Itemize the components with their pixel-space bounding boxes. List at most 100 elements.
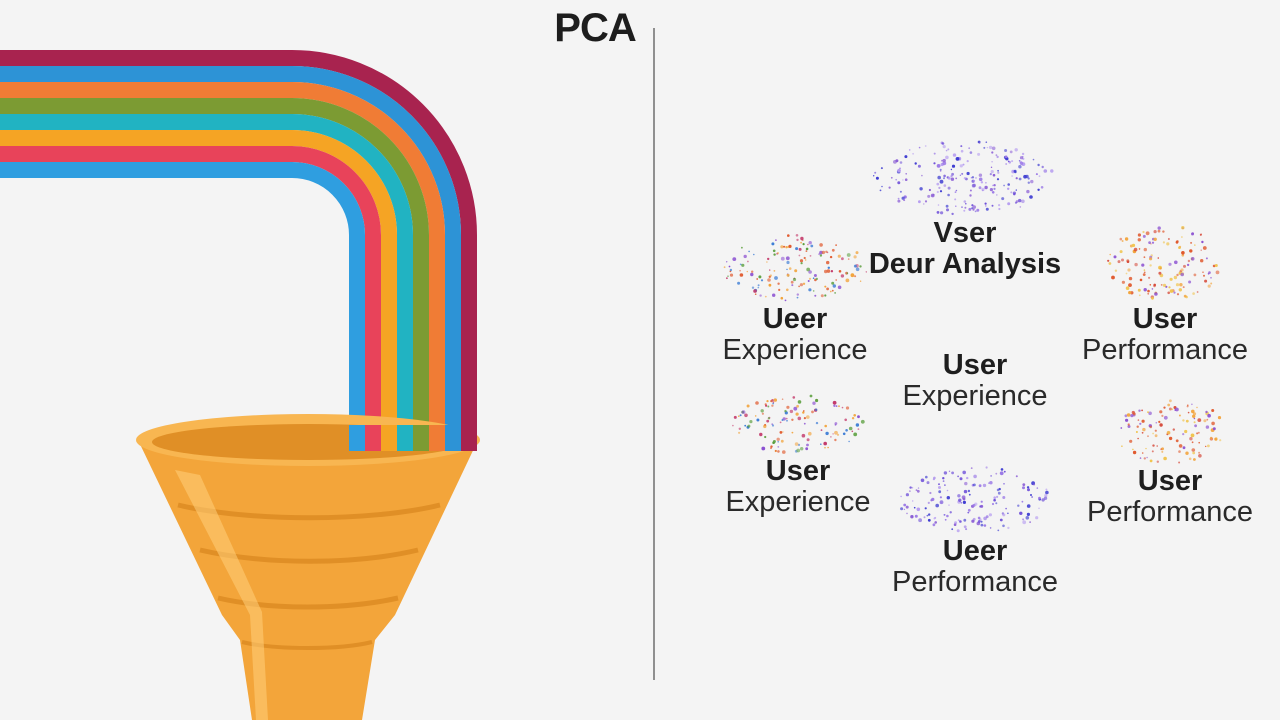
scatter-dot <box>906 512 908 515</box>
scatter-dot <box>897 168 901 173</box>
scatter-dot <box>854 275 857 278</box>
scatter-dot <box>808 277 812 280</box>
scatter-dot <box>874 171 877 174</box>
scatter-dot <box>962 163 965 166</box>
scatter-dot <box>991 191 995 194</box>
scatter-dot <box>1117 260 1121 264</box>
scatter-dot <box>1152 432 1154 435</box>
scatter-dot <box>771 424 775 427</box>
scatter-dot <box>1007 202 1011 206</box>
scatter-dot <box>754 415 757 417</box>
cluster-label-line2: Performance <box>1081 334 1248 366</box>
scatter-dot <box>989 527 992 529</box>
scatter-dot <box>848 426 853 431</box>
scatter-dot <box>1191 232 1194 236</box>
scatter-dot <box>772 249 776 253</box>
scatter-dot <box>1178 444 1183 448</box>
scatter-dot <box>962 500 966 504</box>
scatter-dot <box>845 406 850 410</box>
cluster-card: User Experience <box>860 350 1090 412</box>
scatter-dot <box>1152 444 1155 447</box>
scatter-dot <box>900 507 904 511</box>
scatter-dot <box>1011 160 1014 163</box>
scatter-dot <box>962 470 966 475</box>
scatter-dot <box>807 280 810 282</box>
scatter-dot <box>1036 487 1039 489</box>
scatter-dot <box>764 295 767 298</box>
funnel-band <box>217 595 399 610</box>
scatter-dot <box>767 278 771 282</box>
scatter-dot <box>1173 291 1176 294</box>
scatter-dot <box>1149 264 1152 267</box>
scatter-dot <box>809 255 812 257</box>
scatter-dot <box>1181 226 1185 230</box>
scatter-dot <box>796 296 799 299</box>
scatter-dot <box>855 267 860 272</box>
scatter-dot <box>1181 236 1183 238</box>
scatter-dot <box>1138 409 1141 412</box>
scatter-dot <box>1026 512 1030 516</box>
scatter-dot <box>808 270 812 274</box>
scatter-dot <box>1212 427 1216 431</box>
scatter-dot <box>960 149 964 153</box>
scatter-dot <box>897 199 901 203</box>
scatter-dot <box>972 503 976 507</box>
scatter-dot <box>1126 413 1131 417</box>
scatter-dot <box>1203 419 1207 423</box>
scatter-dot <box>773 398 777 402</box>
scatter-dot <box>1215 270 1220 275</box>
scatter-dot <box>966 160 969 163</box>
scatter-dot <box>978 484 982 488</box>
scatter-dot <box>995 154 998 156</box>
scatter-dot <box>1113 255 1117 259</box>
scatter-dot <box>951 172 954 176</box>
scatter-dot <box>756 418 760 422</box>
scatter-dot <box>1196 291 1199 293</box>
scatter-dot <box>983 516 987 521</box>
scatter-dot <box>815 277 818 281</box>
scatter-dot <box>747 260 749 263</box>
scatter-dot <box>1154 434 1158 438</box>
scatter-dot <box>726 261 728 263</box>
scatter-dot <box>812 401 816 405</box>
scatter-dot <box>1200 249 1202 251</box>
scatter-dot <box>783 245 786 248</box>
scatter-dot <box>947 193 950 197</box>
scatter-dot <box>1162 283 1167 287</box>
scatter-icon <box>732 394 865 454</box>
scatter-dot <box>977 152 981 156</box>
scatter-dot <box>1128 291 1132 295</box>
scatter-dot <box>899 161 903 164</box>
scatter-dot <box>741 246 743 249</box>
scatter-dot <box>951 471 954 475</box>
scatter-dot <box>1121 258 1124 262</box>
scatter-dot <box>986 146 989 149</box>
cluster-label-line1: Ueer <box>762 303 828 335</box>
scatter-dot <box>1037 163 1040 167</box>
scatter-dot <box>909 486 912 489</box>
scatter-dot <box>779 421 782 424</box>
scatter-dot <box>1196 432 1199 435</box>
scatter-dot <box>1107 259 1110 262</box>
scatter-dot <box>1027 177 1030 180</box>
scatter-dot <box>845 429 848 432</box>
scatter-dot <box>942 161 947 166</box>
scatter-dot <box>1153 283 1156 287</box>
scatter-dot <box>795 412 799 416</box>
scatter-dot <box>812 290 815 292</box>
scatter-dot <box>1215 437 1218 439</box>
scatter-dot <box>1168 407 1172 411</box>
scatter-dot <box>997 529 1000 532</box>
scatter-dot <box>954 198 957 201</box>
scatter-dot <box>1010 191 1013 194</box>
stripe-end <box>413 425 429 451</box>
scatter-dot <box>1022 483 1026 486</box>
cluster-card: Ueer Experience <box>680 232 910 366</box>
scatter-dot <box>802 243 805 246</box>
scatter-dot <box>930 193 935 198</box>
scatter-dot <box>998 487 1001 491</box>
scatter-dot <box>939 170 942 172</box>
scatter-dot <box>932 478 935 481</box>
scatter-dot <box>739 263 742 266</box>
scatter-dot <box>860 419 865 424</box>
